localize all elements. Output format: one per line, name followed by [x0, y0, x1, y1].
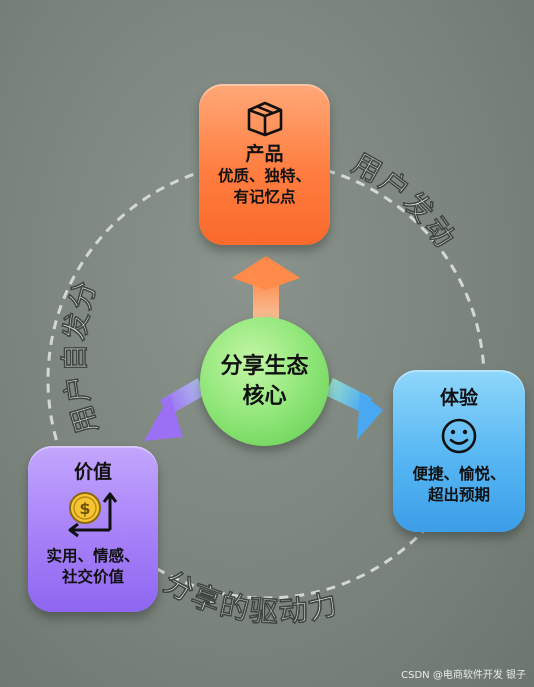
svg-text:$: $ [79, 499, 90, 518]
product-desc-line2: 有记忆点 [233, 188, 296, 206]
product-title: 产品 [245, 143, 284, 165]
smiley-icon [441, 418, 477, 454]
value-desc-line2: 社交价值 [61, 568, 124, 586]
value-card: 价值 $ 实用、情感、 社交价值 [28, 446, 158, 612]
ring-label-right: 用户发动 [347, 147, 463, 256]
value-desc-line1: 实用、情感、 [46, 547, 140, 565]
ring-label-left: 用户自发分 [58, 276, 104, 438]
core-label-line1: 分享生态 [220, 353, 309, 379]
watermark: CSDN @电商软件开发 银子 [401, 670, 526, 681]
core-circle: 分享生态 核心 [200, 317, 329, 446]
dollar-coin-icon: $ [68, 492, 118, 538]
arrow-to-product [232, 256, 300, 322]
experience-desc-line1: 便捷、愉悦、 [412, 465, 506, 483]
ring-label-bottom: 分享的驱动力 [158, 565, 342, 629]
value-title: 价值 [73, 461, 112, 483]
arrow-to-value [144, 378, 205, 441]
arrow-to-experience [325, 378, 383, 440]
experience-card: 体验 便捷、愉悦、 超出预期 [393, 370, 525, 532]
product-card: 产品 优质、独特、 有记忆点 [199, 84, 330, 245]
product-desc-line1: 优质、独特、 [217, 167, 311, 185]
box-icon [247, 101, 282, 137]
experience-title: 体验 [439, 387, 478, 409]
core-label-line2: 核心 [242, 383, 287, 409]
experience-desc-line2: 超出预期 [427, 486, 490, 504]
